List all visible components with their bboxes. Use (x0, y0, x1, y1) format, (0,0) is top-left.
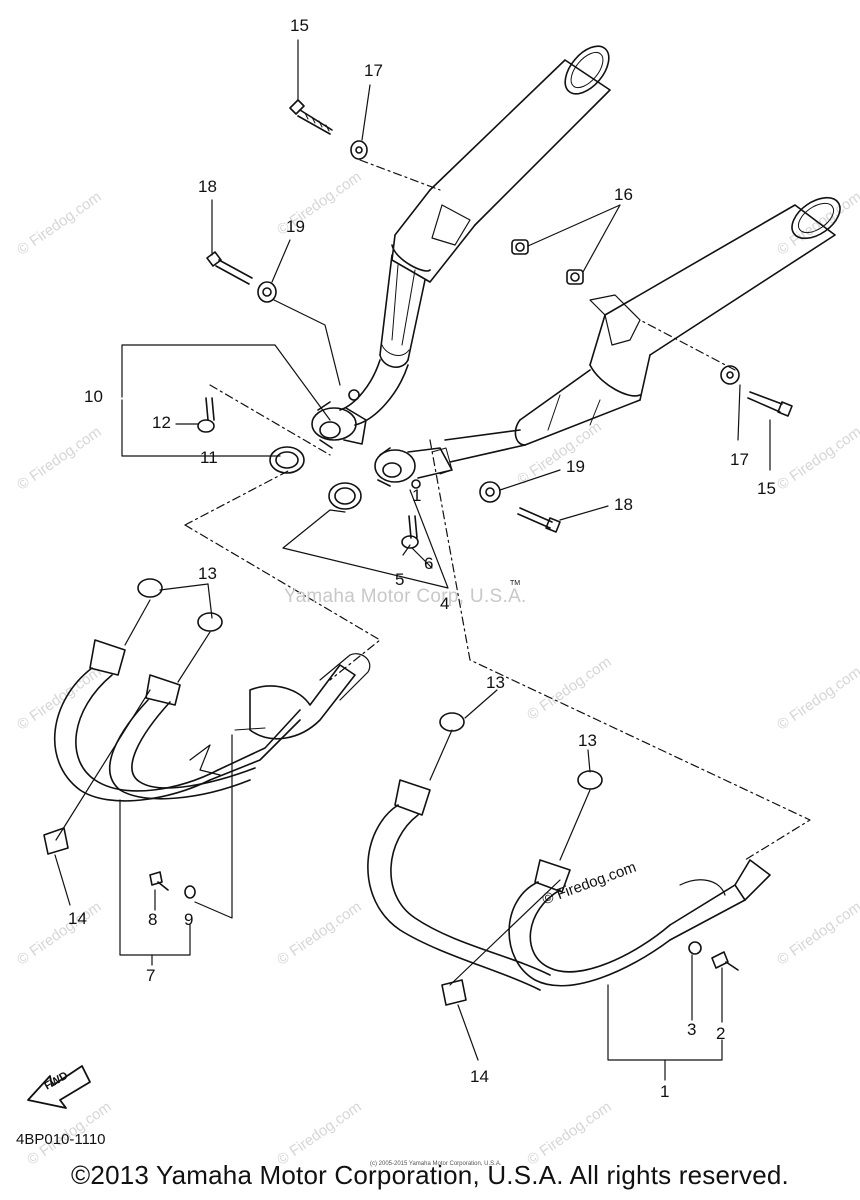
gasket-13-a (137, 578, 163, 598)
right-exhaust-pipe (367, 712, 771, 991)
screw-12 (197, 397, 215, 433)
callout-13: 13 (486, 673, 505, 692)
washer-17-lower (720, 365, 740, 385)
callout-6: 6 (424, 554, 434, 573)
upper-muffler (339, 45, 611, 426)
drawing-code: 4BP010-1110 (16, 1131, 106, 1148)
callout-18: 18 (198, 177, 217, 196)
callout-15: 15 (757, 479, 776, 498)
gasket-13-d (577, 770, 603, 790)
callout-9: 9 (184, 910, 194, 929)
callout-15: 15 (290, 16, 309, 35)
gasket-11 (269, 446, 305, 474)
ymc-watermark-label: Yamaha Motor Corp, U.S.A. (284, 586, 527, 607)
bolt-15-lower (747, 391, 793, 417)
washer-17-upper (350, 140, 368, 160)
gasket-13-b (197, 612, 223, 632)
callout-7: 7 (146, 966, 156, 985)
callout-8: 8 (148, 910, 158, 929)
left-exhaust-pipe (53, 578, 371, 802)
washer-17-upper-hole (355, 146, 363, 154)
grommet-19-upper (257, 281, 277, 303)
screw-6 (401, 515, 419, 549)
washer-17-lower-hole (726, 371, 734, 379)
leader-lines (54, 39, 811, 1081)
screw-8 (149, 871, 169, 891)
gasket-13-c (439, 712, 465, 732)
callout-2: 2 (716, 1024, 726, 1043)
washer-3 (688, 941, 702, 955)
callout-12: 12 (152, 413, 171, 432)
callout-11: 11 (200, 448, 218, 467)
callout-4: 4 (440, 594, 450, 613)
washer-9 (184, 885, 196, 899)
tm-mark: TM (510, 580, 521, 587)
lower-muffler (444, 196, 841, 463)
callout-10: 10 (84, 387, 103, 406)
grommet-19-lower (479, 481, 501, 503)
callout-3: 3 (687, 1020, 697, 1039)
callout-17: 17 (730, 450, 749, 469)
callout-18: 18 (614, 495, 633, 514)
footer-copyright: ©2013 Yamaha Motor Corporation, U.S.A. A… (71, 1160, 789, 1190)
bolt-18-upper (206, 251, 253, 285)
gasket-5 (328, 482, 362, 510)
callout-19: 19 (566, 457, 585, 476)
bolt-15-upper (289, 99, 333, 135)
callout-17: 17 (364, 61, 383, 80)
nut-16-a (511, 239, 529, 255)
small-copyright: (c) 2005-2015 Yamaha Motor Corporation, … (370, 1161, 502, 1167)
callout-13: 13 (578, 731, 597, 750)
lower-right-joint (374, 447, 453, 489)
callout-14: 14 (68, 909, 87, 928)
nut-16-b (566, 269, 584, 285)
callout-1: 1 (660, 1082, 670, 1101)
callout-13: 13 (198, 564, 217, 583)
gasket-14-right (441, 979, 467, 1006)
callout-16: 16 (614, 185, 633, 204)
fwd-arrow-icon (27, 1065, 91, 1109)
callout-19: 19 (286, 217, 305, 236)
callout-5: 5 (395, 570, 405, 589)
callout-1: 1 (412, 486, 422, 505)
screw-2 (711, 951, 739, 971)
callout-14: 14 (470, 1067, 489, 1086)
upper-left-joint (311, 389, 367, 449)
bolt-18-lower (517, 507, 561, 533)
gasket-14-left (43, 827, 69, 855)
